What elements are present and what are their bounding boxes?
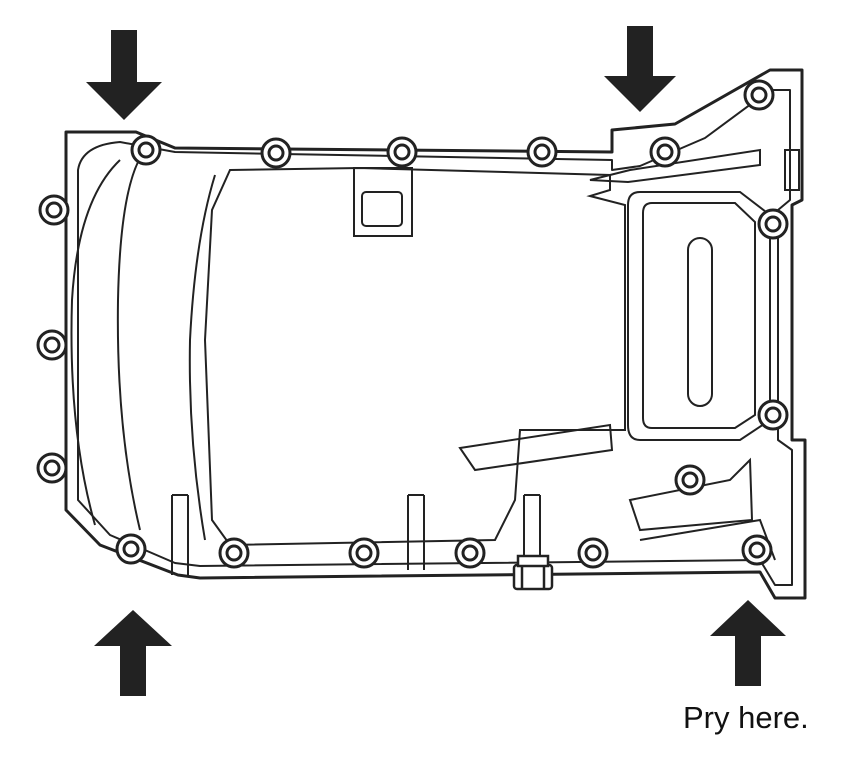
pry-arrow-bottom-left — [94, 610, 172, 696]
bolt-hole — [38, 194, 70, 226]
flange-inner-line — [77, 89, 793, 586]
left-wall-outer — [70, 159, 121, 526]
drain-plug-body — [512, 563, 554, 591]
bolt-hole — [526, 136, 558, 168]
sump-bowl — [203, 166, 626, 547]
left-wall-inner — [116, 161, 141, 531]
top-right-rib — [589, 148, 761, 184]
bolt-holes — [36, 79, 789, 569]
bolt-hole — [649, 136, 681, 168]
drain-plug-washer — [516, 554, 550, 568]
top-right-tab — [784, 149, 800, 191]
bolt-hole — [743, 79, 775, 111]
bolt-hole — [577, 537, 609, 569]
bottom-rib-mid — [407, 494, 425, 570]
bolt-hole — [741, 534, 773, 566]
bottom-rib-right — [523, 494, 541, 560]
oil-slot — [687, 237, 713, 407]
bolt-hole — [386, 136, 418, 168]
pry-arrow-bottom-right — [710, 600, 786, 686]
bolt-hole — [348, 537, 380, 569]
pan-outer-outline — [64, 68, 807, 600]
left-wall-inner-2 — [188, 174, 216, 541]
lower-rib — [458, 423, 614, 472]
pry-arrow-top-left — [86, 30, 162, 120]
bolt-hole — [115, 533, 147, 565]
right-chamber-inner — [642, 202, 756, 429]
bolt-hole — [757, 399, 789, 431]
bolt-hole — [454, 537, 486, 569]
sensor-boss-outer — [353, 167, 413, 237]
sensor-boss-inner — [361, 191, 403, 227]
bottom-rib-left — [171, 494, 189, 575]
pry-here-caption: Pry here. — [683, 700, 809, 735]
bolt-hole — [674, 464, 706, 496]
bolt-hole — [130, 134, 162, 166]
lower-rib-2 — [628, 457, 754, 532]
bolt-hole — [36, 329, 68, 361]
bolt-hole — [36, 452, 68, 484]
bolt-hole — [260, 137, 292, 169]
bolt-hole — [218, 537, 250, 569]
bolt-hole — [757, 208, 789, 240]
right-chamber-outer — [627, 191, 771, 441]
pry-arrow-top-right — [604, 26, 676, 112]
